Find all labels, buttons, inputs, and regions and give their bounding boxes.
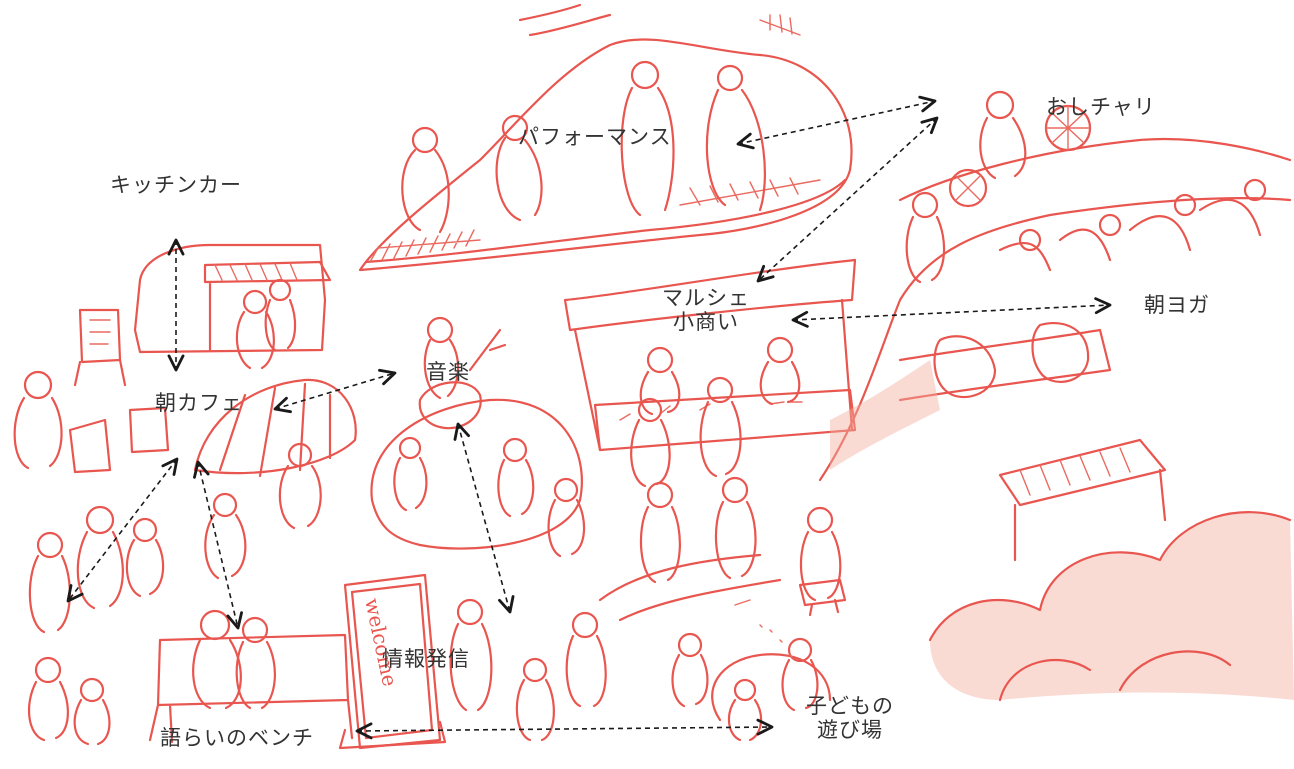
arrow-music-to-info [453, 422, 515, 614]
label-marche-line1: マルシェ [662, 286, 750, 310]
arrow-cafe-to-lower-left [66, 457, 179, 603]
arrow-marche-to-yoga [791, 297, 1112, 328]
bench-sketch [148, 609, 354, 744]
music-circle-sketch [370, 316, 586, 558]
label-marche: マルシェ 小商い [662, 286, 750, 334]
label-oshichari: おしチャリ [1046, 95, 1156, 119]
performance-stage-sketch [358, 3, 853, 272]
label-music: 音楽 [426, 360, 470, 384]
people-lower-left-sketch [28, 505, 165, 746]
label-kids-line2: 遊び場 [817, 718, 883, 743]
yoga-hill-sketch [818, 90, 1292, 482]
marche-tent-sketch [563, 258, 857, 488]
label-kids-line1: 子どもの [806, 694, 894, 718]
welcome-board-sketch: welcome [338, 573, 607, 750]
label-morning-yoga: 朝ヨガ [1144, 293, 1210, 317]
label-morning-cafe: 朝カフェ [155, 391, 243, 415]
label-info: 情報発信 [382, 647, 470, 671]
arrow-cafe-to-bench [193, 460, 243, 630]
arrow-bench-to-kids [355, 718, 774, 740]
house-trees-sketch [830, 360, 1294, 702]
arrow-cafe-to-music [273, 368, 397, 414]
relationship-arrows [66, 95, 1112, 740]
kitchen-car-sketch [73, 243, 332, 387]
crowd-center-sketch [598, 476, 847, 622]
label-bench: 語らいのベンチ [160, 726, 314, 750]
label-marche-line2: 小商い [673, 310, 739, 335]
label-kitchen-car: キッチンカー [110, 173, 242, 197]
welcome-sign-text: welcome [360, 596, 402, 688]
arrow-oshichari-to-marche [756, 116, 939, 283]
label-kids: 子どもの 遊び場 [806, 694, 894, 742]
label-performance: パフォーマンス [518, 125, 672, 149]
arrow-performance-to-oshichari [736, 95, 937, 150]
